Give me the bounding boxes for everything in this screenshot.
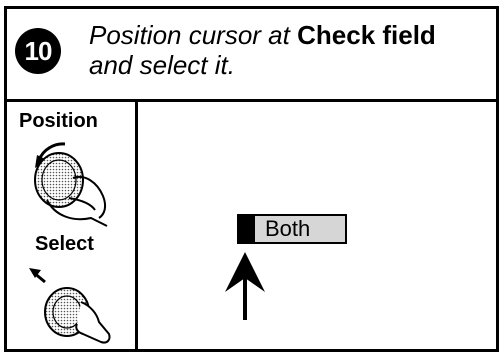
up-arrow-icon — [222, 250, 268, 322]
rotate-knob-icon — [25, 138, 117, 230]
instruction-text: Position cursor at Check field and selec… — [89, 20, 436, 80]
instruction-target: Check field — [297, 20, 436, 50]
check-field[interactable]: Both — [237, 214, 347, 244]
instruction-header: 10 Position cursor at Check field and se… — [7, 9, 496, 102]
cursor-marker — [239, 216, 255, 242]
check-field-value: Both — [255, 216, 345, 242]
instruction-tail: and select it. — [89, 50, 235, 80]
control-column: Position Select — [7, 102, 138, 349]
select-label: Select — [35, 233, 94, 256]
instruction-panel: 10 Position cursor at Check field and se… — [4, 6, 499, 352]
step-number-badge: 10 — [15, 28, 61, 74]
position-label: Position — [19, 110, 98, 133]
screen-area: Both — [138, 102, 496, 349]
press-knob-icon — [27, 262, 119, 346]
instruction-lead: Position cursor at — [89, 20, 290, 50]
